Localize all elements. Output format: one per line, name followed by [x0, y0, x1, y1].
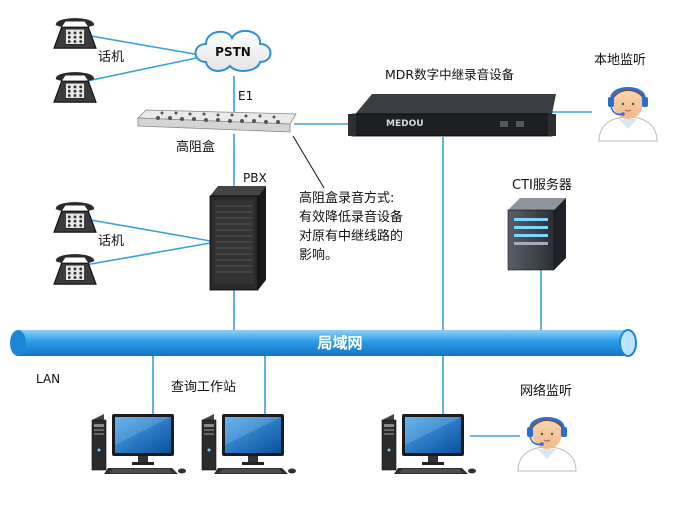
cti-server-label: CTI服务器 [512, 178, 572, 193]
cti-server-icon [507, 198, 566, 271]
note-line-2: 有效降低录音设备 [299, 210, 404, 225]
high-impedance-box-icon [137, 109, 297, 133]
pstn-label: PSTN [215, 45, 251, 59]
network-monitor-pc-icon [381, 413, 477, 475]
headset-icon-network [516, 415, 578, 472]
mdr-device-label: MDR数字中继录音设备 [385, 67, 515, 82]
phone-label-top: 话机 [98, 50, 125, 65]
query-workstation-pc-2-icon [201, 413, 297, 475]
phone-icon-4 [53, 253, 97, 285]
note-line-3: 对原有中继线路的 [299, 229, 404, 244]
pstn-cloud-icon [194, 29, 272, 72]
pbx-label: PBX [243, 171, 267, 185]
e1-label: E1 [238, 89, 254, 103]
high-impedance-note: 高阻盒录音方式: 有效降低录音设备 对原有中继线路的 影响。 [299, 189, 403, 265]
phone-icon-2 [53, 71, 97, 103]
note-line-1: 高阻盒录音方式: [299, 191, 395, 206]
device-brand-label: MEDOU [386, 119, 424, 129]
note-leader-line [292, 135, 325, 189]
lan-bus-label: 局域网 [317, 334, 363, 352]
high-impedance-box-label: 高阻盒 [176, 140, 216, 155]
mdr-recorder-device-icon [348, 94, 556, 137]
phone-label-bottom: 话机 [98, 234, 125, 249]
lan-label: LAN [36, 372, 61, 386]
pbx-cabinet-icon [209, 186, 266, 291]
headset-icon-local [597, 85, 659, 142]
phone-icon-3 [53, 201, 97, 233]
query-workstation-pc-1-icon [91, 413, 187, 475]
note-line-4: 影响。 [299, 248, 339, 263]
lan-bus [10, 329, 637, 357]
network-monitor-label: 网络监听 [520, 384, 573, 399]
phone-icon-1 [53, 17, 97, 49]
local-monitor-label: 本地监听 [594, 53, 647, 68]
query-station-label: 查询工作站 [171, 380, 237, 395]
